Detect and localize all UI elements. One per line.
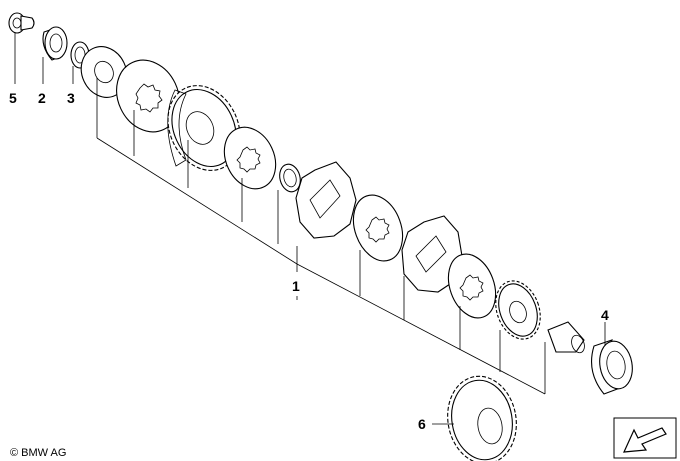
part-5-bolt[interactable] (8, 12, 35, 34)
small-gear[interactable] (488, 275, 548, 346)
direction-arrow-icon (613, 417, 677, 459)
friction-disc-4[interactable] (440, 247, 504, 324)
small-ring[interactable] (277, 162, 304, 194)
friction-disc-2[interactable] (215, 119, 286, 197)
steel-plate-2[interactable] (401, 215, 463, 293)
part-6-gear[interactable] (441, 371, 523, 461)
spline-hub[interactable] (547, 321, 587, 355)
callout-4: 4 (601, 307, 609, 323)
large-gear[interactable] (155, 74, 254, 182)
part-2-bearing[interactable] (42, 26, 68, 61)
leader-lines (14, 33, 606, 425)
copyright-text: © BMW AG (10, 447, 66, 459)
friction-disc-3[interactable] (345, 188, 411, 268)
callout-6: 6 (418, 416, 426, 432)
friction-disc-1[interactable] (105, 50, 191, 142)
callout-2: 2 (38, 90, 46, 106)
washer-1[interactable] (73, 39, 135, 105)
callout-3: 3 (67, 90, 75, 106)
part-4-bearing[interactable] (591, 339, 636, 395)
callout-5: 5 (9, 90, 17, 106)
steel-plate-1[interactable] (295, 161, 357, 239)
callout-1: 1 (292, 278, 300, 294)
